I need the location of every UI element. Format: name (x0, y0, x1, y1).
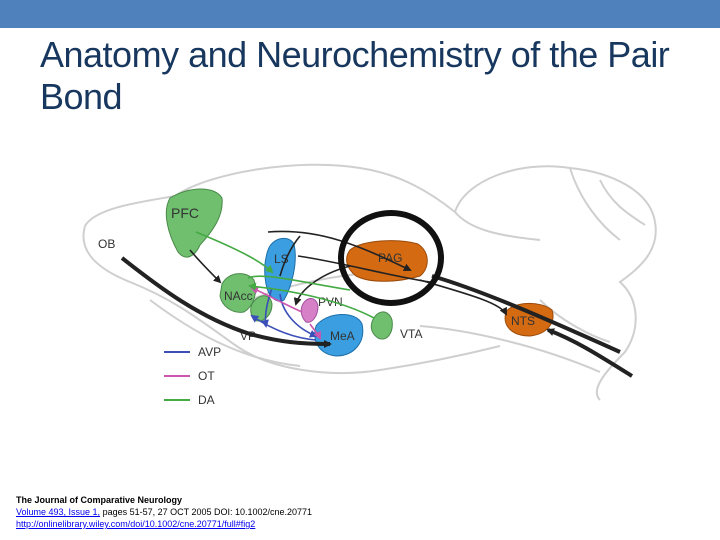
ob-label: OB (98, 237, 115, 251)
nts-region (504, 303, 554, 337)
nts-label: NTS (511, 314, 535, 328)
pfc-region (165, 188, 223, 258)
citation-url-link[interactable]: http://onlinelibrary.wiley.com/doi/10.10… (16, 519, 256, 529)
pvn-region (300, 298, 319, 323)
legend-da-label: DA (198, 393, 215, 407)
ob-main-pathway (120, 256, 332, 348)
legend-ot-label: OT (198, 369, 215, 383)
citation-journal: The Journal of Comparative Neurology (16, 495, 183, 505)
nacc-label: NAcc (224, 289, 253, 303)
avp-connections (250, 287, 318, 341)
brainstem-pathway-upper (431, 274, 621, 354)
nacc-region (219, 273, 257, 313)
slide-title: Anatomy and Neurochemistry of the Pair B… (40, 34, 670, 117)
citation: The Journal of Comparative Neurology Vol… (16, 494, 312, 530)
pag-highlight-circle (338, 210, 444, 306)
pag-label: PAG (378, 251, 402, 265)
vta-region (370, 311, 393, 340)
legend: AVP OT DA (164, 345, 221, 407)
citation-details: pages 51-57, 27 OCT 2005 DOI: 10.1002/cn… (100, 507, 313, 517)
citation-line: Volume 493, Issue 1, pages 51-57, 27 OCT… (16, 506, 312, 518)
citation-volume-link[interactable]: Volume 493, Issue 1, (16, 507, 101, 517)
vta-label: VTA (400, 327, 422, 341)
brainstem-pathway-lower (546, 328, 634, 378)
pfc-label: PFC (171, 205, 199, 221)
brain-outline (82, 163, 657, 401)
pvn-label: PVN (318, 295, 343, 309)
mea-label: MeA (330, 329, 355, 343)
da-connections (195, 231, 375, 319)
top-accent-bar (0, 0, 720, 28)
legend-avp-label: AVP (198, 345, 221, 359)
